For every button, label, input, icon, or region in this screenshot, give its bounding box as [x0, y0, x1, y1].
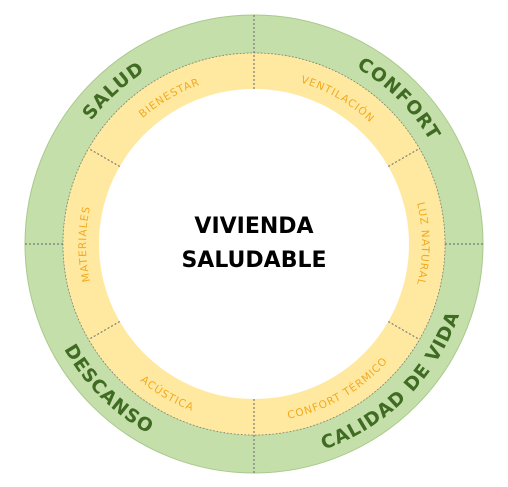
- inner-divider-2: [387, 320, 420, 341]
- inner-label-materiales: MATERIALES: [77, 205, 93, 283]
- inner-divider-4: [88, 320, 121, 341]
- inner-divider-5: [88, 147, 121, 168]
- inner-label-luz-natural: LUZ NATURAL: [414, 201, 431, 287]
- center-title-line1: VIVIENDA: [194, 214, 313, 239]
- inner-ring: [63, 53, 445, 435]
- inner-ring-dividers: [62, 52, 446, 436]
- ring-boundary: [62, 52, 446, 436]
- center-title-line2: SALUDABLE: [181, 248, 326, 273]
- inner-divider-1: [387, 147, 420, 168]
